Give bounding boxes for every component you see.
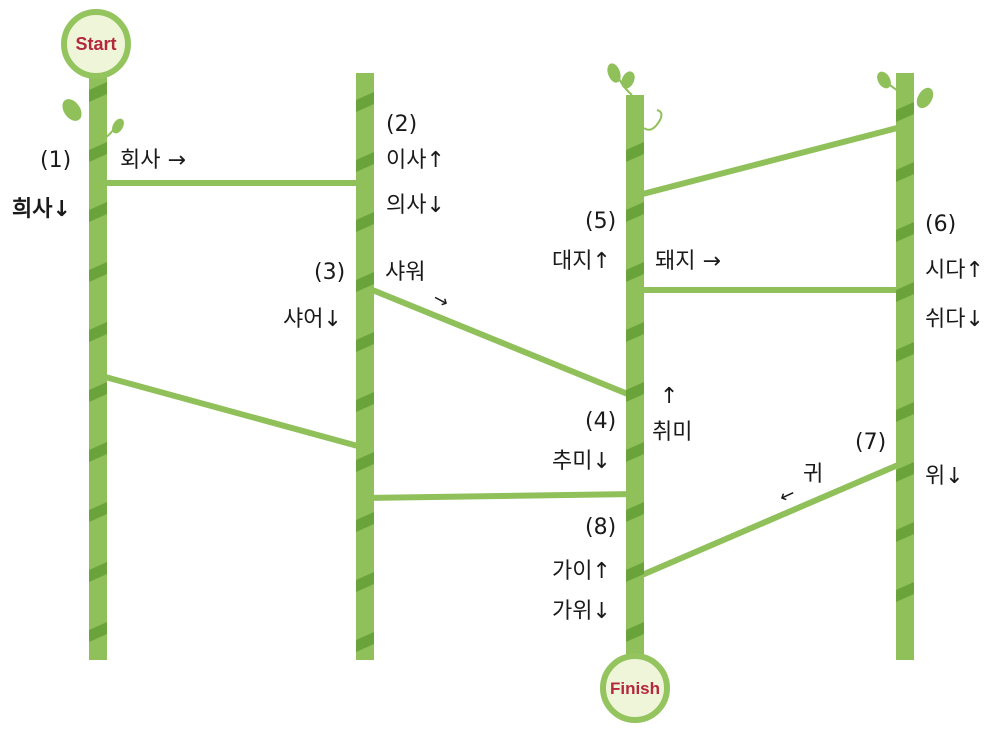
pole-band — [89, 442, 107, 462]
pole-band — [356, 512, 374, 532]
poles — [89, 60, 914, 660]
pole-band — [626, 142, 644, 162]
pole-band — [626, 442, 644, 462]
pole-band — [356, 92, 374, 112]
leaf-icon — [621, 71, 635, 89]
leaf-icon — [877, 71, 891, 89]
pole-band — [89, 202, 107, 222]
node-5-number: (5) — [585, 209, 617, 234]
node-8-up: 가이↑ — [552, 559, 611, 584]
rung-1-2-lower — [97, 372, 366, 451]
node-7-answer: 위↓ — [925, 464, 964, 489]
pole-band — [626, 502, 644, 522]
pole-band — [896, 342, 914, 362]
node-6-down: 쉬다↓ — [925, 307, 984, 332]
node-8-down: 가위↓ — [552, 599, 611, 624]
pole-band — [896, 582, 914, 602]
node-2-number: (2) — [386, 112, 418, 137]
node-1-number: (1) — [40, 148, 72, 173]
node-2-up: 이사↑ — [386, 148, 445, 173]
node-6-number: (6) — [925, 212, 957, 237]
pole-band — [356, 272, 374, 292]
pole-band — [356, 152, 374, 172]
start-label: Start — [75, 34, 116, 54]
pole-band — [896, 102, 914, 122]
finish-badge: Finish — [600, 653, 670, 723]
pole-band — [896, 162, 914, 182]
pole-band — [626, 382, 644, 402]
pole-band — [89, 82, 107, 102]
pole-band — [89, 322, 107, 342]
leaf-icon — [916, 87, 934, 109]
finish-label: Finish — [610, 679, 660, 698]
pole-band — [626, 562, 644, 582]
rungs — [97, 123, 907, 581]
node-6-up: 시다↑ — [925, 258, 984, 283]
node-4-number: (4) — [585, 409, 617, 434]
pole-band — [896, 462, 914, 482]
start-badge: Start — [61, 9, 131, 79]
pole-band — [89, 562, 107, 582]
node-3-word: 샤워 — [385, 260, 426, 285]
node-5-up: 대지↑ — [552, 249, 611, 274]
leaf-icon — [62, 99, 82, 121]
pole-band — [626, 202, 644, 222]
pole-band — [896, 282, 914, 302]
rung-3-4-top — [634, 123, 906, 199]
leaf-sprouts — [62, 63, 934, 139]
pole-band — [356, 632, 374, 652]
node-2-down: 의사↓ — [386, 193, 445, 218]
pole-band — [89, 382, 107, 402]
rung-2-3 — [363, 284, 637, 400]
node-4-answer: 추미↓ — [552, 449, 611, 474]
pole-band — [89, 142, 107, 162]
pole-band — [626, 322, 644, 342]
pole-band — [896, 402, 914, 422]
pole-band — [356, 392, 374, 412]
pole-band — [356, 452, 374, 472]
node-4-up-arrow: ↑ — [660, 384, 679, 409]
node-4-word: 취미 — [652, 420, 693, 445]
pole-band — [89, 502, 107, 522]
node-7-number: (7) — [855, 430, 887, 455]
node-8-number: (8) — [585, 515, 617, 540]
node-1-word: 회사 → — [120, 148, 186, 173]
leaf-icon — [607, 63, 621, 83]
node-5-word: 돼지 → — [655, 249, 721, 274]
pole-band — [626, 262, 644, 282]
rung-2-3-lower — [364, 491, 636, 501]
pole-band — [89, 622, 107, 642]
pole-band — [356, 212, 374, 232]
pole-bands — [89, 82, 914, 652]
leaf-icon — [112, 118, 124, 134]
node-3-answer: 샤어↓ — [283, 307, 342, 332]
pole-4 — [896, 73, 914, 660]
vine-icon — [643, 109, 663, 131]
pole-band — [356, 572, 374, 592]
pole-band — [89, 262, 107, 282]
pole-band — [896, 222, 914, 242]
node-7-word: 귀 — [803, 462, 824, 487]
pole-band — [896, 522, 914, 542]
pole-band — [626, 622, 644, 642]
node-1-answer: 희사↓ — [12, 197, 71, 222]
node-3-number: (3) — [314, 260, 346, 285]
rung-3-4-low — [633, 459, 907, 581]
pole-band — [356, 332, 374, 352]
